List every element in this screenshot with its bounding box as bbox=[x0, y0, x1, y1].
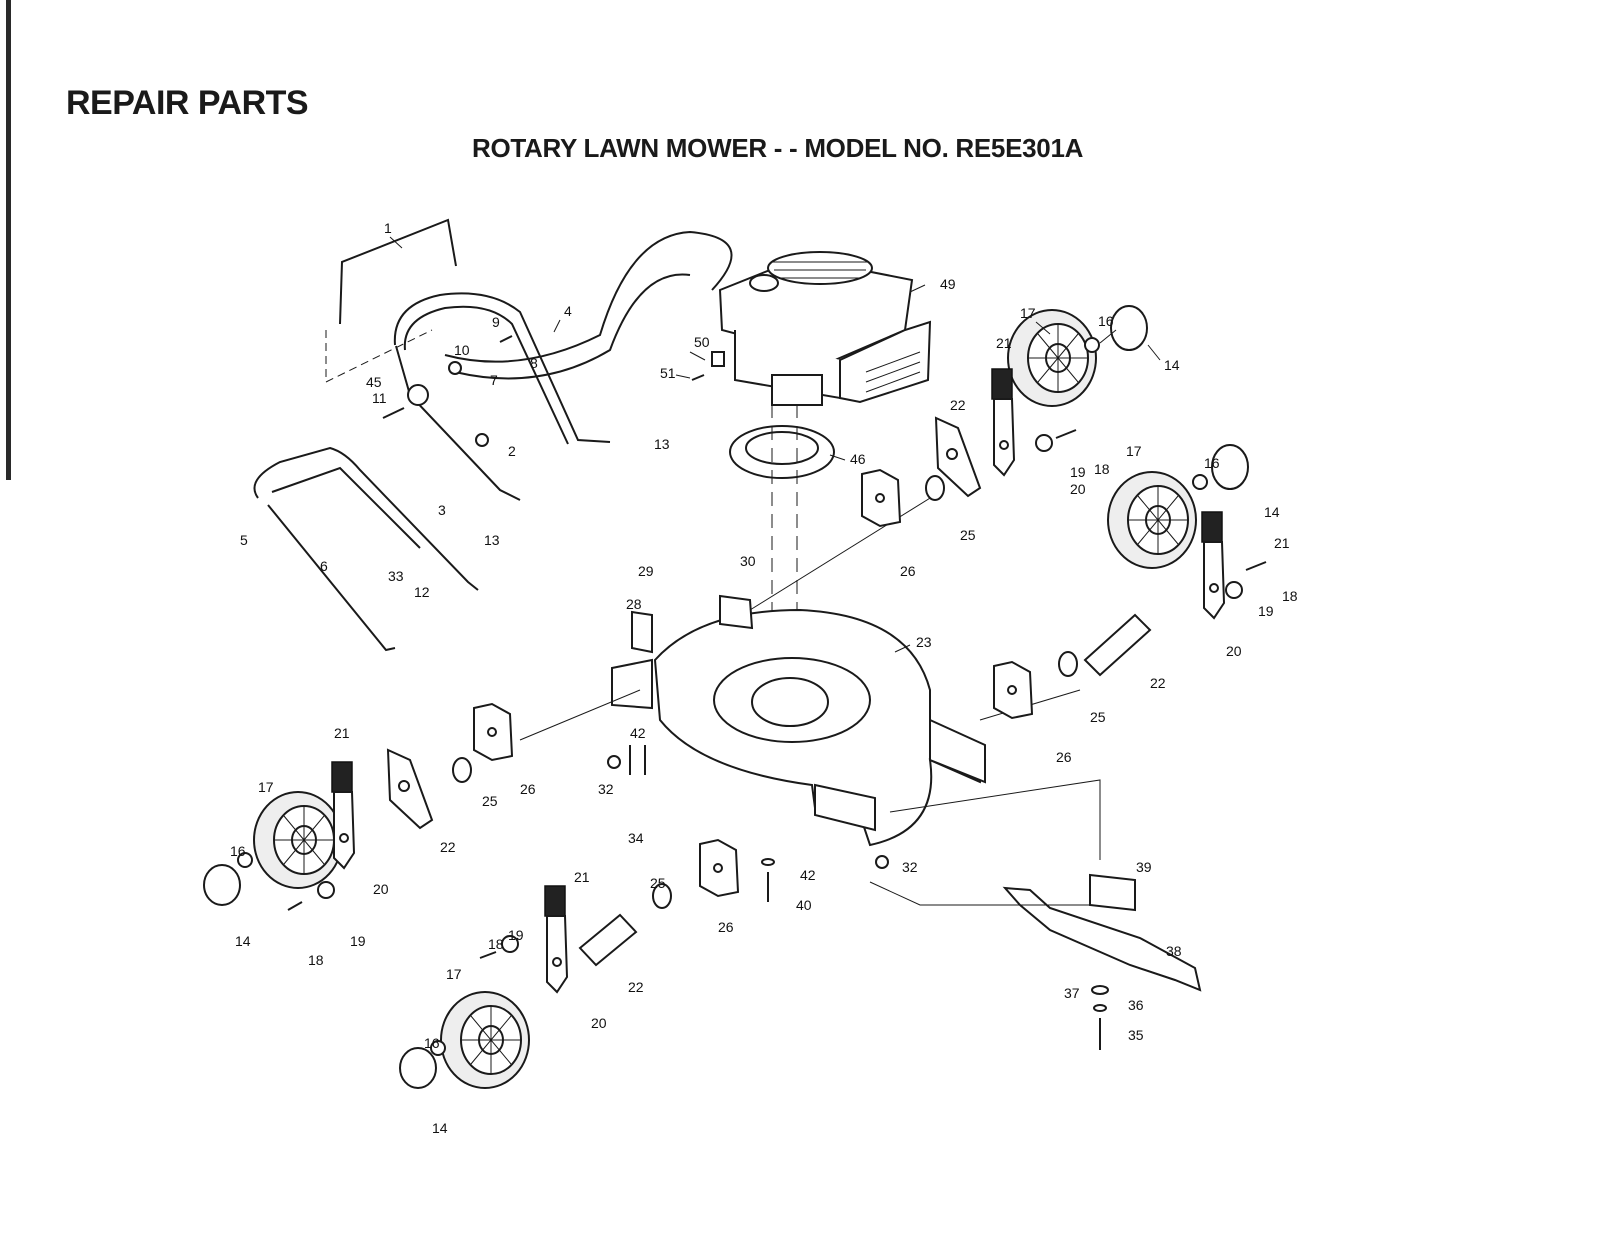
callout-label: 16 bbox=[424, 1035, 440, 1051]
callout-label: 9 bbox=[492, 314, 500, 330]
callout-label: 26 bbox=[900, 563, 916, 579]
callout-label: 16 bbox=[1098, 313, 1114, 329]
callout-label: 20 bbox=[373, 881, 389, 897]
front-left-wheel-assembly bbox=[203, 703, 513, 911]
throttle-cable-part bbox=[444, 230, 733, 380]
front-axle-guide-line bbox=[519, 689, 641, 741]
callout-label: 50 bbox=[694, 334, 710, 350]
callout-label: 21 bbox=[996, 335, 1012, 351]
callout-label: 1 bbox=[384, 220, 392, 236]
callout-label: 20 bbox=[1070, 481, 1086, 497]
callout-label: 10 bbox=[454, 342, 470, 358]
callout-label: 40 bbox=[796, 897, 812, 913]
mower-deck-part bbox=[611, 594, 987, 847]
callout-label: 19 bbox=[1258, 603, 1274, 619]
callout-label: 14 bbox=[1264, 504, 1280, 520]
blade-bolt-stack-part bbox=[1091, 985, 1109, 1050]
callout-label: 17 bbox=[1020, 305, 1036, 321]
callout-label: 8 bbox=[530, 355, 538, 371]
callout-leader-lines bbox=[389, 236, 1161, 653]
callout-label: 11 bbox=[372, 390, 387, 406]
callout-label: 22 bbox=[1150, 675, 1166, 691]
engine-part bbox=[718, 251, 932, 406]
callout-label: 30 bbox=[740, 553, 756, 569]
callout-label: 19 bbox=[508, 927, 524, 943]
callout-label: 25 bbox=[482, 793, 498, 809]
page-title: REPAIR PARTS bbox=[66, 84, 309, 122]
callout-label: 4 bbox=[564, 303, 572, 319]
callout-label: 3 bbox=[438, 502, 446, 518]
callout-label: 22 bbox=[950, 397, 966, 413]
page-subtitle: ROTARY LAWN MOWER - - MODEL NO. RE5E301A bbox=[472, 133, 1084, 163]
callout-label: 22 bbox=[628, 979, 644, 995]
callout-label: 2 bbox=[508, 443, 516, 459]
upper-handle-part bbox=[393, 292, 611, 501]
callout-label: 18 bbox=[308, 952, 324, 968]
control-bar-part bbox=[325, 218, 457, 383]
callout-label: 16 bbox=[1204, 455, 1220, 471]
callout-label: 42 bbox=[800, 867, 816, 883]
blade-part bbox=[869, 779, 1202, 992]
callout-label: 28 bbox=[626, 596, 642, 612]
small-hardware-parts bbox=[382, 335, 889, 902]
callout-label: 14 bbox=[235, 933, 251, 949]
callout-label: 32 bbox=[598, 781, 614, 797]
callout-label: 16 bbox=[230, 843, 246, 859]
rear-left-wheel-assembly bbox=[861, 305, 1148, 527]
callout-label: 23 bbox=[916, 634, 932, 650]
callout-label: 46 bbox=[850, 451, 866, 467]
callout-label: 36 bbox=[1128, 997, 1144, 1013]
callout-label: 35 bbox=[1128, 1027, 1144, 1043]
callout-label: 19 bbox=[350, 933, 366, 949]
callout-label: 26 bbox=[1056, 749, 1072, 765]
page-binding-edge bbox=[6, 0, 11, 480]
callout-label: 17 bbox=[258, 779, 274, 795]
lower-handle-part bbox=[253, 446, 479, 652]
callout-label: 6 bbox=[320, 558, 328, 574]
callout-label: 17 bbox=[1126, 443, 1142, 459]
callout-label: 25 bbox=[960, 527, 976, 543]
callout-label: 42 bbox=[630, 725, 646, 741]
axle-guide-line-rear-right bbox=[749, 494, 936, 611]
callout-labels: 1 2 3 4 5 6 7 8 9 10 11 12 13 13 14 14 1… bbox=[230, 220, 1298, 1136]
callout-label: 25 bbox=[1090, 709, 1106, 725]
callout-label: 21 bbox=[334, 725, 350, 741]
callout-label: 14 bbox=[1164, 357, 1180, 373]
callout-label: 37 bbox=[1064, 985, 1080, 1001]
callout-label: 7 bbox=[490, 372, 498, 388]
callout-label: 21 bbox=[574, 869, 590, 885]
callout-label: 49 bbox=[940, 276, 956, 292]
engine-adapter-ring-part bbox=[729, 425, 835, 479]
callout-label: 13 bbox=[484, 532, 500, 548]
callout-label: 26 bbox=[520, 781, 536, 797]
callout-label: 32 bbox=[902, 859, 918, 875]
callout-label: 21 bbox=[1274, 535, 1290, 551]
callout-label: 20 bbox=[1226, 643, 1242, 659]
callout-label: 13 bbox=[654, 436, 670, 452]
callout-label: 17 bbox=[446, 966, 462, 982]
callout-label: 34 bbox=[628, 830, 644, 846]
callout-label: 20 bbox=[591, 1015, 607, 1031]
callout-label: 14 bbox=[432, 1120, 448, 1136]
callout-label: 25 bbox=[650, 875, 666, 891]
callout-label: 51 bbox=[660, 365, 676, 381]
callout-label: 33 bbox=[388, 568, 404, 584]
callout-label: 18 bbox=[488, 936, 504, 952]
callout-label: 22 bbox=[440, 839, 456, 855]
front-right-wheel-assembly bbox=[399, 839, 739, 1089]
callout-label: 18 bbox=[1094, 461, 1110, 477]
callout-label: 18 bbox=[1282, 588, 1298, 604]
callout-label: 26 bbox=[718, 919, 734, 935]
callout-label: 38 bbox=[1166, 943, 1182, 959]
callout-label: 45 bbox=[366, 374, 382, 390]
callout-label: 12 bbox=[414, 584, 430, 600]
callout-label: 39 bbox=[1136, 859, 1152, 875]
callout-label: 29 bbox=[638, 563, 654, 579]
callout-label: 19 bbox=[1070, 464, 1086, 480]
rear-right-wheel-assembly bbox=[993, 444, 1267, 719]
callout-label: 5 bbox=[240, 532, 248, 548]
